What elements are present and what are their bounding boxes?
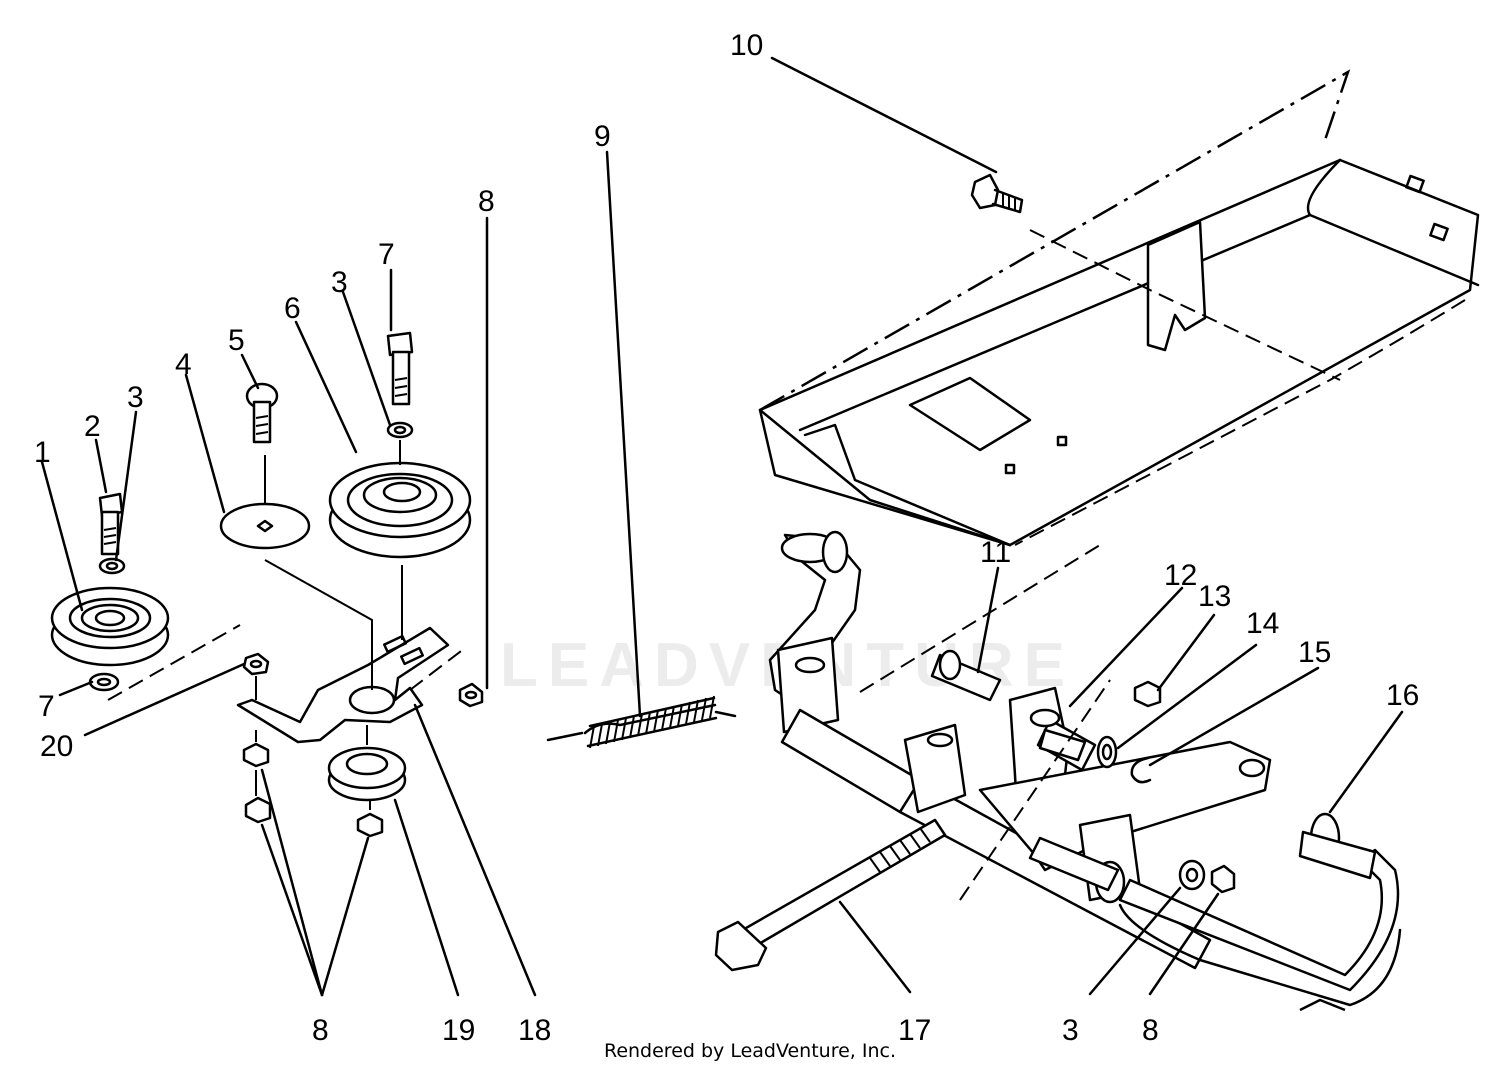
washer-3-left — [98, 557, 126, 575]
callout-15: 15 — [1298, 636, 1331, 669]
callout-4: 4 — [175, 348, 192, 381]
callout-14: 14 — [1246, 607, 1279, 640]
bolt-10 — [970, 173, 1024, 214]
nut-8-b — [244, 796, 272, 824]
callout-8-bottom-left: 8 — [312, 1014, 329, 1047]
e-clip-15 — [1130, 756, 1152, 784]
washer-7-left — [88, 672, 120, 692]
pulley-6 — [328, 461, 472, 559]
callout-3-left: 3 — [127, 381, 144, 414]
callout-8-top: 8 — [478, 185, 495, 218]
bolt-5 — [245, 382, 279, 444]
callout-11: 11 — [980, 536, 1011, 569]
leader-lines — [40, 56, 1404, 997]
callout-8-bottom-right: 8 — [1142, 1014, 1159, 1047]
nut-8-c — [356, 812, 384, 838]
washer-14 — [1096, 735, 1118, 769]
callout-10: 10 — [730, 29, 763, 62]
callout-20: 20 — [40, 730, 73, 763]
callout-5: 5 — [228, 324, 245, 357]
rendered-by-footer: Rendered by LeadVenture, Inc. — [603, 1040, 897, 1062]
callout-labels: 10 9 8 7 3 6 5 4 3 2 1 7 20 11 12 13 14 … — [34, 29, 1419, 1047]
callout-6: 6 — [284, 292, 301, 325]
pulley-19 — [327, 746, 407, 802]
callout-16: 16 — [1386, 679, 1419, 712]
nut-13 — [1133, 680, 1162, 708]
callout-7-top: 7 — [378, 238, 395, 271]
bolt-2 — [98, 492, 124, 556]
callout-1: 1 — [34, 436, 51, 469]
callout-3-bottom: 3 — [1062, 1014, 1079, 1047]
callout-7-left: 7 — [38, 690, 55, 723]
nut-8-bottom — [1210, 864, 1236, 894]
bolt-17 — [714, 818, 947, 972]
callout-17: 17 — [898, 1014, 931, 1047]
nut-8-a — [242, 742, 270, 768]
pulley-1 — [50, 586, 170, 667]
washer-4 — [219, 502, 311, 550]
idler-bracket-18 — [236, 626, 450, 744]
washer-3-top — [386, 421, 414, 439]
nut-20 — [242, 652, 270, 676]
washer-3-bottom — [1178, 859, 1206, 891]
callout-9: 9 — [594, 120, 611, 153]
callout-2: 2 — [84, 410, 101, 443]
callout-19: 19 — [442, 1014, 475, 1047]
nut-8-top — [458, 682, 484, 708]
callout-3-top: 3 — [331, 266, 348, 299]
callout-12: 12 — [1164, 559, 1197, 592]
spring-9 — [546, 695, 737, 749]
lift-shaft-assembly — [768, 530, 1402, 1012]
callout-13: 13 — [1198, 580, 1231, 613]
bolt-7-right — [386, 331, 414, 406]
deck-plate — [758, 69, 1480, 547]
callout-18: 18 — [518, 1014, 551, 1047]
